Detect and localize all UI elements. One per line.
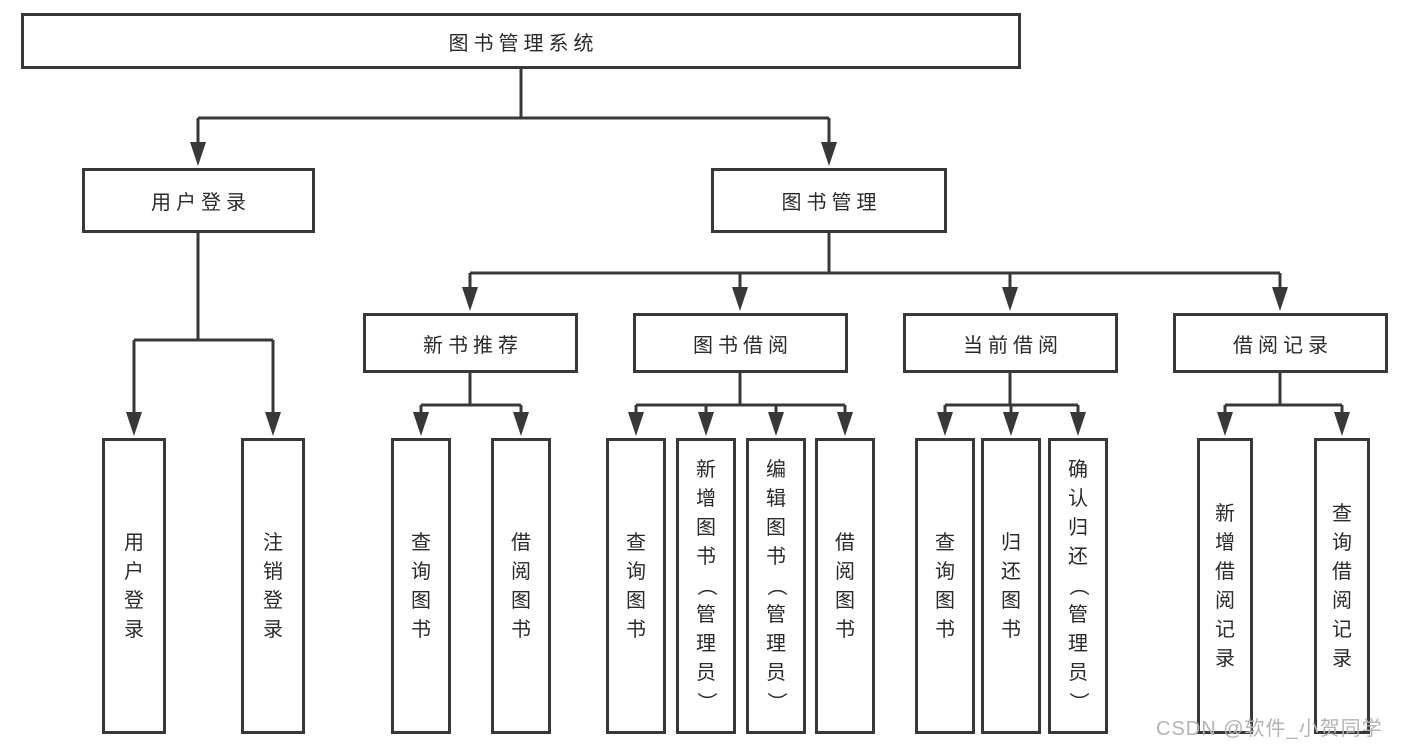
arrowhead <box>1334 412 1350 436</box>
leaf-borrow-books-recommend: 借阅图书 <box>491 438 551 734</box>
leaf-label: 编辑图书（管理员） <box>765 459 787 712</box>
node-label: 用户登录 <box>151 192 251 214</box>
leaf-label: 查询图书 <box>411 531 431 641</box>
leaf-label: 新增借阅记录 <box>1215 502 1235 670</box>
leaf-label: 查询图书 <box>626 531 646 641</box>
node-borrow-record: 借阅记录 <box>1173 313 1388 373</box>
leaf-query-books-recommend: 查询图书 <box>391 438 451 734</box>
node-label: 当前借阅 <box>963 334 1063 357</box>
leaf-label: 查询借阅记录 <box>1332 502 1352 670</box>
node-label: 借阅记录 <box>1233 334 1333 357</box>
arrowhead <box>698 412 714 436</box>
arrowhead <box>1070 412 1086 436</box>
leaf-logout: 注销登录 <box>241 438 305 734</box>
arrowhead <box>1217 412 1233 436</box>
leaf-label: 新增图书（管理员） <box>695 459 717 712</box>
node-label: 图书管理系统 <box>448 32 599 55</box>
node-book-management: 图书管理 <box>711 168 947 233</box>
leaf-add-books-admin: 新增图书（管理员） <box>676 438 736 734</box>
node-new-book-recommend: 新书推荐 <box>363 313 578 373</box>
leaf-query-books-borrow: 查询图书 <box>606 438 666 734</box>
arrowhead <box>1003 412 1019 436</box>
node-current-borrow: 当前借阅 <box>903 313 1118 373</box>
leaf-label: 注销登录 <box>263 531 283 641</box>
arrowhead <box>937 412 953 436</box>
arrowhead <box>768 412 784 436</box>
arrowhead <box>413 412 429 436</box>
leaf-query-borrow-record: 查询借阅记录 <box>1314 438 1370 734</box>
arrowhead <box>821 142 837 166</box>
arrowhead <box>190 142 206 166</box>
arrowhead <box>1272 287 1288 311</box>
leaf-return-books: 归还图书 <box>981 438 1041 734</box>
csdn-watermark: CSDN @软件_小贺同学 <box>1156 718 1383 740</box>
arrowhead <box>126 412 142 436</box>
arrowhead <box>628 412 644 436</box>
leaf-confirm-return-admin: 确认归还（管理员） <box>1048 438 1108 734</box>
arrowhead <box>1002 287 1018 311</box>
node-user-login: 用户登录 <box>82 168 315 233</box>
leaf-query-books-current: 查询图书 <box>915 438 975 734</box>
node-library-system: 图书管理系统 <box>21 13 1021 69</box>
leaf-label: 借阅图书 <box>511 531 531 641</box>
node-label: 图书管理 <box>781 192 882 214</box>
node-label: 新书推荐 <box>423 334 523 357</box>
arrowhead <box>732 287 748 311</box>
leaf-label: 归还图书 <box>1001 531 1021 641</box>
leaf-label: 查询图书 <box>935 531 955 641</box>
leaf-edit-books-admin: 编辑图书（管理员） <box>746 438 806 734</box>
arrowhead <box>513 412 529 436</box>
leaf-add-borrow-record: 新增借阅记录 <box>1197 438 1253 734</box>
leaf-user-login: 用户登录 <box>102 438 166 734</box>
arrowhead <box>265 412 281 436</box>
leaf-borrow-books: 借阅图书 <box>815 438 875 734</box>
leaf-label: 确认归还（管理员） <box>1067 459 1089 712</box>
node-book-borrow: 图书借阅 <box>633 313 848 373</box>
arrowhead <box>462 287 478 311</box>
leaf-label: 用户登录 <box>124 531 144 641</box>
leaf-label: 借阅图书 <box>835 531 855 641</box>
node-label: 图书借阅 <box>693 334 793 357</box>
arrowhead <box>837 412 853 436</box>
